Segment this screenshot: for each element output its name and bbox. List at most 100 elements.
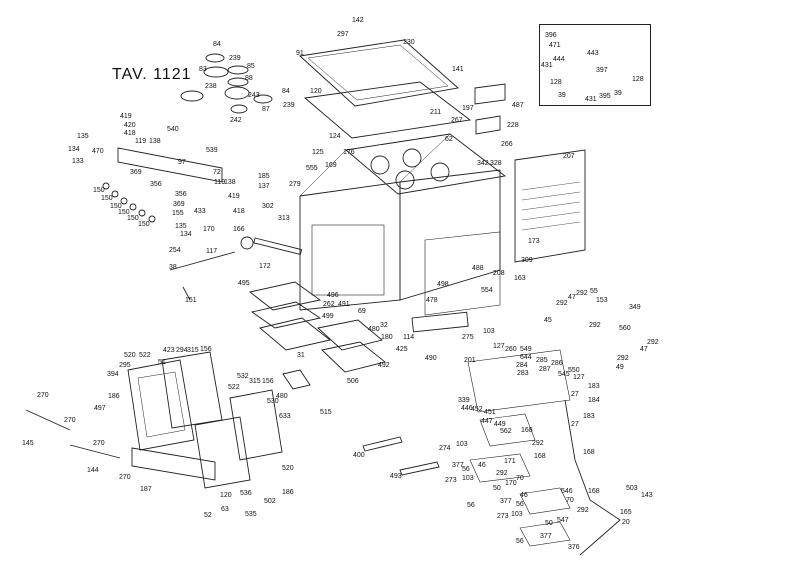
main-door <box>127 359 195 451</box>
part-number-label: 142 <box>352 17 364 24</box>
part-number-label: 443 <box>587 50 599 57</box>
part-number-label: 369 <box>173 201 185 208</box>
part-number-label: 184 <box>588 397 600 404</box>
top-lid-inner <box>307 44 449 101</box>
part-number-label: 39 <box>558 92 566 99</box>
part-number-label: 267 <box>451 117 463 124</box>
part-number-label: 449 <box>494 421 506 428</box>
part-number-label: 171 <box>504 458 516 465</box>
part-number-label: 356 <box>150 181 162 188</box>
part-number-label: 134 <box>68 146 80 153</box>
part-number-label: 88 <box>245 75 253 82</box>
part-number-label: 539 <box>206 147 218 154</box>
part-number-label: 283 <box>517 370 529 377</box>
part-number-label: 228 <box>507 122 519 129</box>
part-number-label: 46 <box>520 492 528 499</box>
burner <box>370 155 390 175</box>
part-number-label: 275 <box>462 334 474 341</box>
drawer-front <box>131 447 216 481</box>
part-number-label: 377 <box>500 498 512 505</box>
part-number-label: 297 <box>337 31 349 38</box>
part-number-label: 62 <box>445 136 453 143</box>
part-number-label: 128 <box>550 79 562 86</box>
part-number-label: 549 <box>520 346 532 353</box>
part-number-label: 150 <box>93 187 105 194</box>
part-number-label: 72 <box>213 169 221 176</box>
part-number-label: 31 <box>297 352 305 359</box>
part-number-label: 254 <box>169 247 181 254</box>
part-number-label: 238 <box>205 83 217 90</box>
fan <box>240 236 254 250</box>
part-number-label: 63 <box>221 506 229 513</box>
part-number-label: 197 <box>462 105 474 112</box>
part-number-label: 444 <box>553 56 565 63</box>
part-number-label: 49 <box>616 364 624 371</box>
door-glass <box>161 351 223 429</box>
part-number-label: 270 <box>37 392 49 399</box>
bar-400 <box>362 436 403 452</box>
part-number-label: 313 <box>278 215 290 222</box>
part-number-label: 496 <box>327 292 339 299</box>
part-number-label: 47 <box>640 346 648 353</box>
part-number-label: 377 <box>540 533 552 540</box>
part-number-label: 530 <box>267 398 279 405</box>
part-number-label: 32 <box>380 322 388 329</box>
part-number-label: 208 <box>493 270 505 277</box>
pipe-151 <box>182 286 191 301</box>
part-number-label: 135 <box>77 133 89 140</box>
part-number-label: 522 <box>139 352 151 359</box>
part-number-label: 239 <box>229 55 241 62</box>
part-number-label: 342 <box>477 160 489 167</box>
part-number-label: 478 <box>426 297 438 304</box>
burner-caps <box>180 53 273 114</box>
part-number-label: 452 <box>471 406 483 413</box>
part-number-label: 135 <box>175 223 187 230</box>
part-number-label: 133 <box>72 158 84 165</box>
part-number-label: 315 <box>249 378 261 385</box>
part-number-label: 433 <box>194 208 206 215</box>
part-number-label: 560 <box>619 325 631 332</box>
part-number-label: 284 <box>516 362 528 369</box>
part-number-label: 447 <box>481 418 493 425</box>
part-number-label: 70 <box>566 497 574 504</box>
part-number-label: 295 <box>119 362 131 369</box>
part-number-label: 84 <box>213 41 221 48</box>
part-number-label: 285 <box>536 357 548 364</box>
part-number-label: 144 <box>87 467 99 474</box>
part-number-label: 425 <box>396 346 408 353</box>
part-number-label: 186 <box>108 393 120 400</box>
part-number-label: 52 <box>204 512 212 519</box>
back-panel <box>514 149 586 263</box>
part-number-label: 143 <box>641 492 653 499</box>
part-number-label: 50 <box>493 485 501 492</box>
part-number-label: 187 <box>140 486 152 493</box>
part-number-label: 356 <box>175 191 187 198</box>
part-number-label: 114 <box>403 334 414 341</box>
part-number-label: 292 <box>496 470 508 477</box>
part-number-label: 128 <box>632 76 644 83</box>
part-number-label: 431 <box>585 96 597 103</box>
part-number-label: 451 <box>484 409 496 416</box>
part-number-label: 273 <box>497 513 509 520</box>
part-number-label: 554 <box>481 287 493 294</box>
part-number-label: 91 <box>296 50 304 57</box>
part-number-label: 418 <box>233 208 245 215</box>
burner <box>395 170 415 190</box>
burner-plate <box>469 453 531 483</box>
part-number-label: 97 <box>178 159 186 166</box>
part-number-label: 470 <box>92 148 104 155</box>
part-number-label: 51 <box>158 359 166 366</box>
part-number-label: 120 <box>220 492 232 499</box>
part-number-label: 150 <box>127 215 139 222</box>
part-number-label: 292 <box>532 440 544 447</box>
part-number-label: 150 <box>101 195 113 202</box>
part-number-label: 270 <box>119 474 131 481</box>
part-number-label: 201 <box>464 357 476 364</box>
hob-frame <box>303 81 472 139</box>
part-number-label: 168 <box>583 449 595 456</box>
part-number-label: 47 <box>568 294 576 301</box>
part-number-label: 294 <box>176 347 188 354</box>
part-number-label: 292 <box>589 322 601 329</box>
